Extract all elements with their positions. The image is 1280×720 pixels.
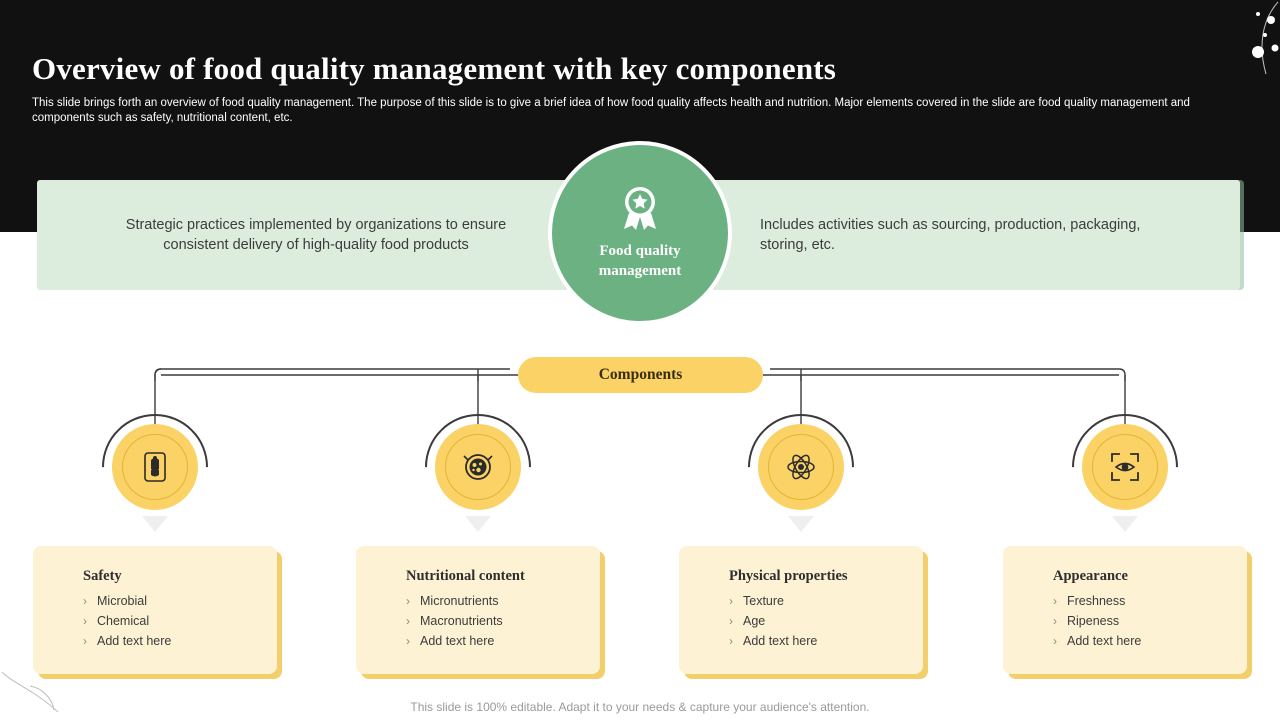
list-item: › Microbial bbox=[83, 594, 171, 614]
card-bullets: › Freshness › Ripeness › Add text here bbox=[1053, 594, 1141, 654]
chevron-right-icon: › bbox=[729, 594, 733, 608]
chevron-right-icon: › bbox=[406, 634, 410, 648]
definition-banner: Strategic practices implemented by organ… bbox=[0, 170, 1280, 325]
chevron-right-icon: › bbox=[1053, 614, 1057, 628]
card-safety[interactable]: Safety › Microbial › Chemical › Add text… bbox=[33, 546, 277, 674]
chevron-right-icon: › bbox=[729, 614, 733, 628]
banner-right: Includes activities such as sourcing, pr… bbox=[682, 180, 1240, 290]
list-item-label: Age bbox=[743, 614, 766, 628]
chevron-right-icon: › bbox=[1053, 594, 1057, 608]
chevron-right-icon: › bbox=[1053, 634, 1057, 648]
card-appearance[interactable]: Appearance › Freshness › Ripeness › Add … bbox=[1003, 546, 1247, 674]
list-item-label: Freshness bbox=[1067, 594, 1126, 608]
list-item-label: Add text here bbox=[743, 634, 818, 648]
icon-disc bbox=[435, 424, 521, 510]
list-item-label: Chemical bbox=[97, 614, 150, 628]
chevron-right-icon: › bbox=[406, 594, 410, 608]
list-item-label: Add text here bbox=[1067, 634, 1142, 648]
chevron-right-icon: › bbox=[83, 614, 87, 628]
card-pointer bbox=[788, 516, 814, 532]
list-item: › Add text here bbox=[1053, 634, 1141, 654]
banner-right-text: Includes activities such as sourcing, pr… bbox=[760, 217, 1141, 253]
list-item-label: Macronutrients bbox=[420, 614, 503, 628]
card-title: Appearance bbox=[1053, 568, 1128, 584]
card-title: Nutritional content bbox=[406, 568, 525, 584]
card-bullets: › Microbial › Chemical › Add text here bbox=[83, 594, 171, 654]
icon-disc-inner bbox=[768, 434, 834, 500]
list-item: › Macronutrients bbox=[406, 614, 503, 634]
components-pill[interactable]: Components bbox=[518, 357, 763, 393]
award-ribbon-icon bbox=[624, 187, 656, 230]
healthy-plate-icon bbox=[463, 454, 493, 480]
banner-left-text: Strategic practices implemented by organ… bbox=[125, 217, 507, 253]
center-node-label: Food quality management bbox=[598, 243, 682, 279]
list-item: › Texture bbox=[729, 594, 817, 614]
card-pointer bbox=[1112, 516, 1138, 532]
list-item-label: Ripeness bbox=[1067, 614, 1120, 628]
icon-disc bbox=[758, 424, 844, 510]
chevron-right-icon: › bbox=[729, 634, 733, 648]
list-item-label: Add text here bbox=[420, 634, 495, 648]
card-pointer bbox=[142, 516, 168, 532]
chevron-right-icon: › bbox=[83, 634, 87, 648]
component-icon-safety[interactable] bbox=[80, 392, 230, 542]
list-item: › Ripeness bbox=[1053, 614, 1141, 634]
components-pill-label: Components bbox=[598, 366, 683, 383]
card-pointer bbox=[465, 516, 491, 532]
list-item: › Add text here bbox=[83, 634, 171, 654]
list-item-label: Add text here bbox=[97, 634, 172, 648]
list-item-label: Microbial bbox=[97, 594, 148, 608]
list-item: › Add text here bbox=[406, 634, 503, 654]
card-title: Physical properties bbox=[729, 568, 848, 584]
list-item: › Chemical bbox=[83, 614, 171, 634]
card-nutritional-content[interactable]: Nutritional content › Micronutrients › M… bbox=[356, 546, 600, 674]
icon-disc bbox=[1082, 424, 1168, 510]
list-item: › Add text here bbox=[729, 634, 817, 654]
card-bullets: › Texture › Age › Add text here bbox=[729, 594, 817, 654]
icon-disc bbox=[112, 424, 198, 510]
list-item-label: Texture bbox=[743, 594, 784, 608]
center-node-food-quality-management[interactable]: Food quality management bbox=[548, 141, 732, 325]
banner-left: Strategic practices implemented by organ… bbox=[37, 180, 595, 290]
component-icon-appearance[interactable] bbox=[1050, 392, 1200, 542]
card-title: Safety bbox=[83, 568, 122, 584]
page-title: Overview of food quality management with… bbox=[32, 50, 837, 86]
card-bullets: › Micronutrients › Macronutrients › Add … bbox=[406, 594, 503, 654]
eye-scan-icon bbox=[1111, 453, 1139, 481]
list-item-label: Micronutrients bbox=[420, 594, 499, 608]
list-item: › Micronutrients bbox=[406, 594, 503, 614]
footer-note: This slide is 100% editable. Adapt it to… bbox=[410, 700, 870, 714]
icon-disc-inner bbox=[122, 434, 188, 500]
hand-hygiene-icon bbox=[144, 452, 166, 482]
icon-disc-inner bbox=[1092, 434, 1158, 500]
list-item: › Freshness bbox=[1053, 594, 1141, 614]
chevron-right-icon: › bbox=[83, 594, 87, 608]
component-icon-physical-properties[interactable] bbox=[726, 392, 876, 542]
page-subtitle: This slide brings forth an overview of f… bbox=[32, 96, 1190, 124]
icon-disc-inner bbox=[445, 434, 511, 500]
list-item: › Age bbox=[729, 614, 817, 634]
card-physical-properties[interactable]: Physical properties › Texture › Age › Ad… bbox=[679, 546, 923, 674]
chevron-right-icon: › bbox=[406, 614, 410, 628]
atom-icon bbox=[787, 454, 815, 480]
component-icon-nutritional-content[interactable] bbox=[403, 392, 553, 542]
